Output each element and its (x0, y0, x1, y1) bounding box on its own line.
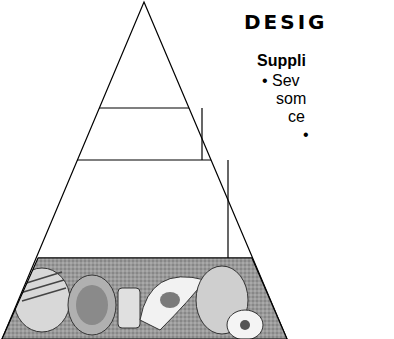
body-text: ce (288, 108, 305, 126)
section-heading: Suppli (257, 52, 306, 70)
bullet-text: • Sev (262, 72, 300, 90)
bullet-mark: • (303, 126, 309, 144)
worksheet-title: DESIG (244, 10, 328, 34)
body-text: som (276, 90, 306, 108)
